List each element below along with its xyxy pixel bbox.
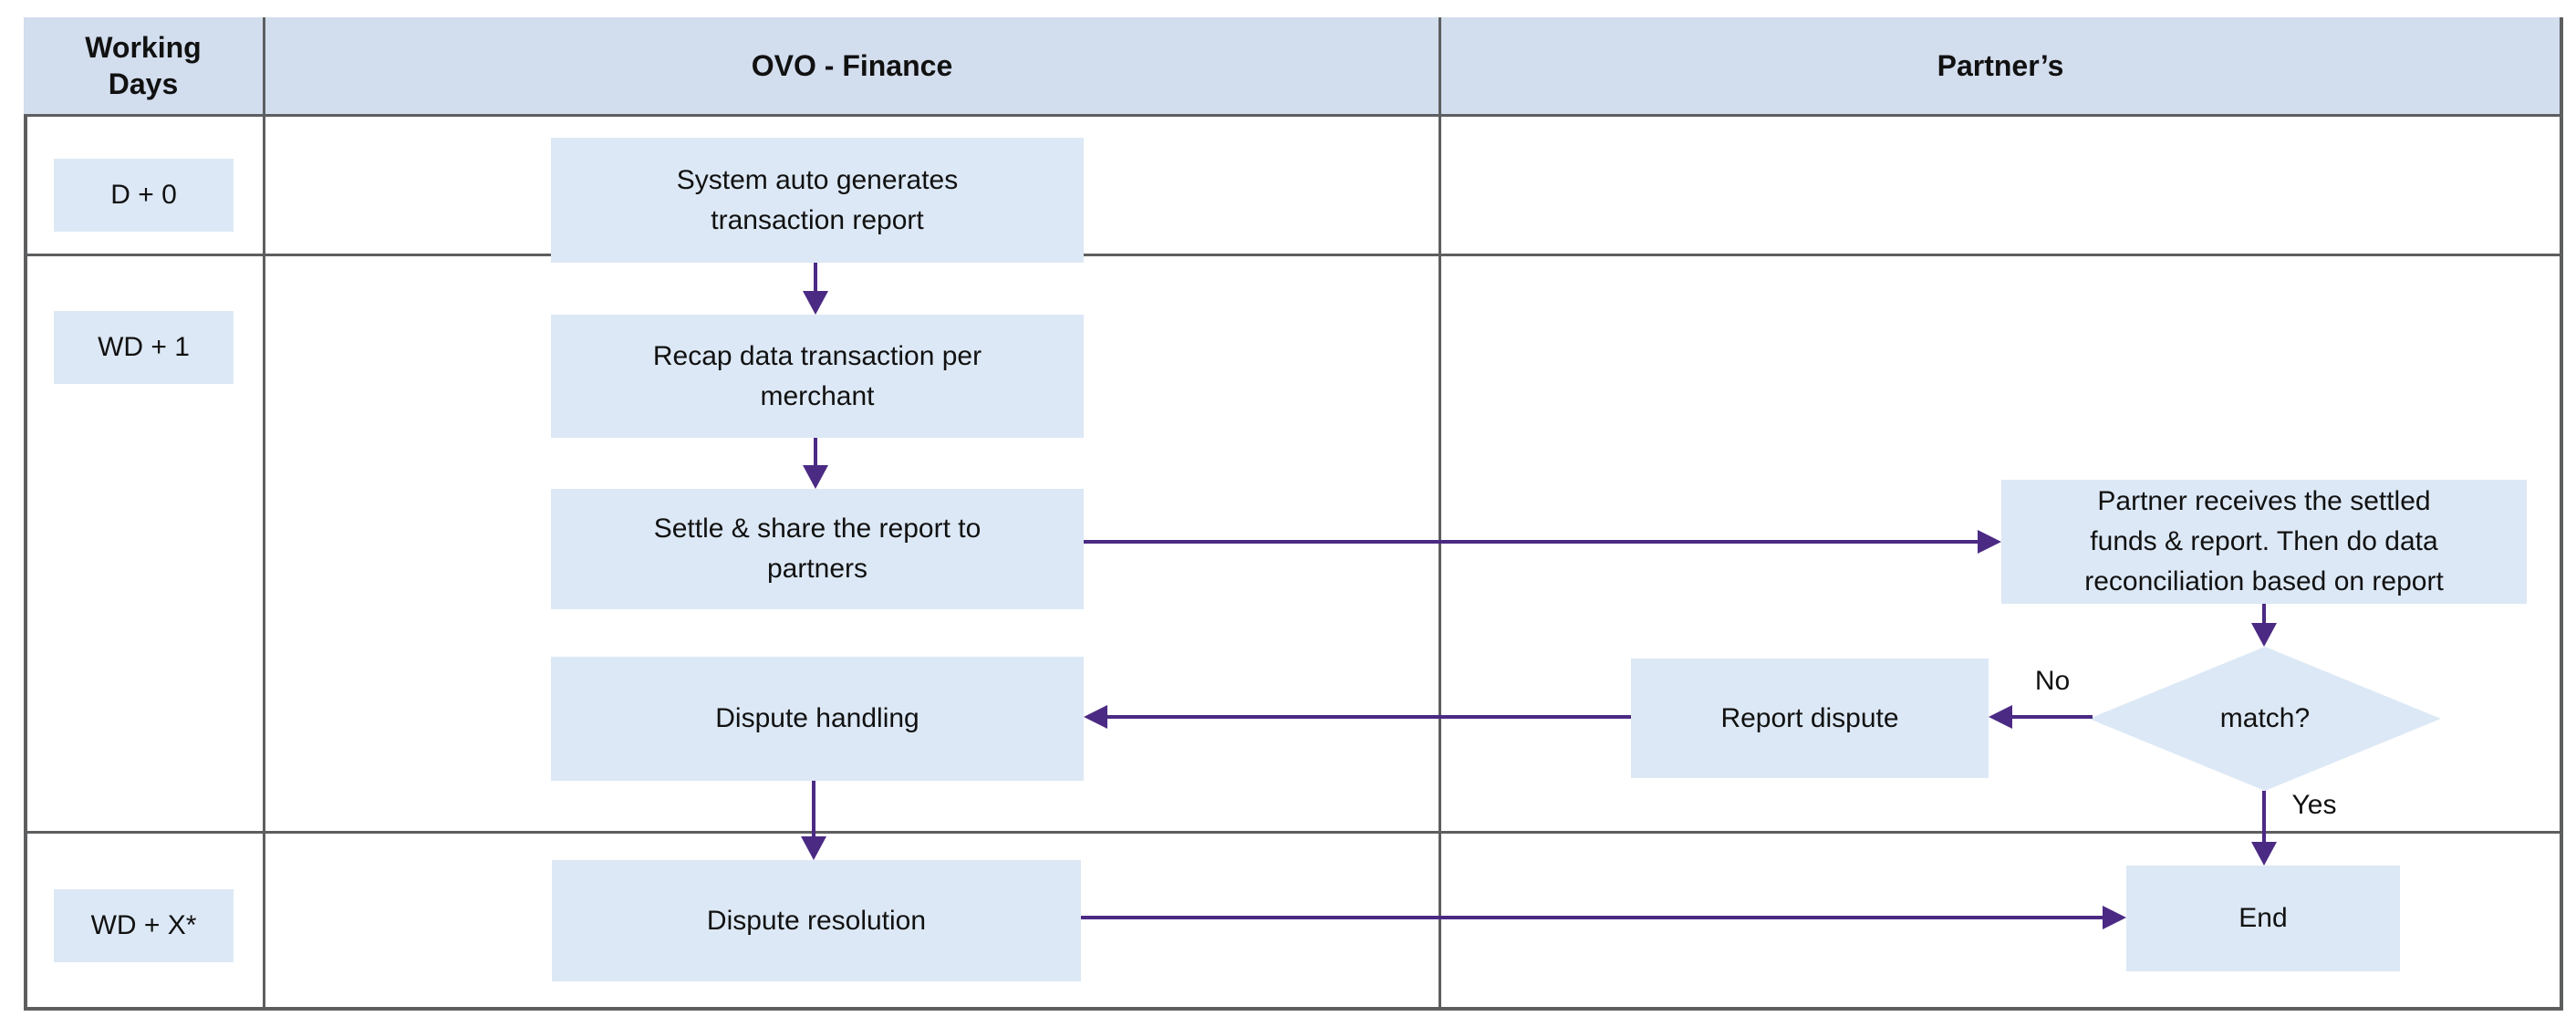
node-settle-share: Settle & share the report to partners	[551, 489, 1084, 609]
node-end: End	[2126, 866, 2400, 971]
arrow-match-to-end-line	[2262, 791, 2266, 844]
grid-hline-row1	[24, 254, 2563, 256]
node-dispute-handling: Dispute handling	[551, 657, 1084, 781]
node-recap-data: Recap data transaction per merchant	[551, 315, 1084, 438]
grid-hline-row2	[24, 831, 2563, 834]
day-label-d0: D + 0	[54, 159, 234, 232]
day-label-wdx: WD + X*	[54, 889, 234, 962]
node-system-auto-generates: System auto generates transaction report	[551, 138, 1084, 263]
arrow-resolution-to-end-head	[2103, 906, 2126, 929]
arrow-resolution-to-end-line	[1081, 916, 2104, 919]
node-partner-receives: Partner receives the settled funds & rep…	[2001, 480, 2527, 604]
node-report-dispute: Report dispute	[1631, 659, 1989, 778]
arrow-partner-to-match-head	[2251, 623, 2277, 647]
arrow-recap-to-settle-line	[814, 438, 817, 467]
arrow-system-to-recap-line	[814, 263, 817, 294]
day-label-wd1: WD + 1	[54, 311, 234, 384]
arrow-match-to-report-line	[2012, 715, 2093, 719]
arrow-settle-to-partner-line	[1084, 540, 1981, 544]
arrow-match-to-end-head	[2251, 842, 2277, 866]
arrow-settle-to-partner-head	[1978, 530, 2001, 554]
node-dispute-resolution: Dispute resolution	[552, 860, 1081, 981]
header-cell-working-days: Working Days	[24, 17, 263, 114]
grid-vline-col1	[263, 17, 265, 1011]
arrow-system-to-recap-head	[803, 291, 828, 315]
edge-label-no: No	[2034, 666, 2071, 696]
arrow-partner-to-match-line	[2262, 604, 2266, 625]
arrow-handling-to-resolution-line	[812, 781, 815, 838]
arrow-report-to-handling-head	[1084, 705, 1107, 729]
arrow-handling-to-resolution-head	[801, 836, 826, 860]
edge-label-yes: Yes	[2291, 790, 2337, 820]
arrow-report-to-handling-line	[1107, 715, 1631, 719]
arrow-recap-to-settle-head	[803, 465, 828, 489]
arrow-match-to-report-head	[1989, 705, 2012, 729]
header-cell-ovo-finance: OVO - Finance	[265, 17, 1439, 114]
grid-hline-header	[24, 114, 2563, 117]
decision-match-label: match?	[2219, 703, 2311, 733]
header-cell-partners: Partner’s	[1441, 17, 2560, 114]
grid-vline-col2	[1439, 17, 1441, 1011]
